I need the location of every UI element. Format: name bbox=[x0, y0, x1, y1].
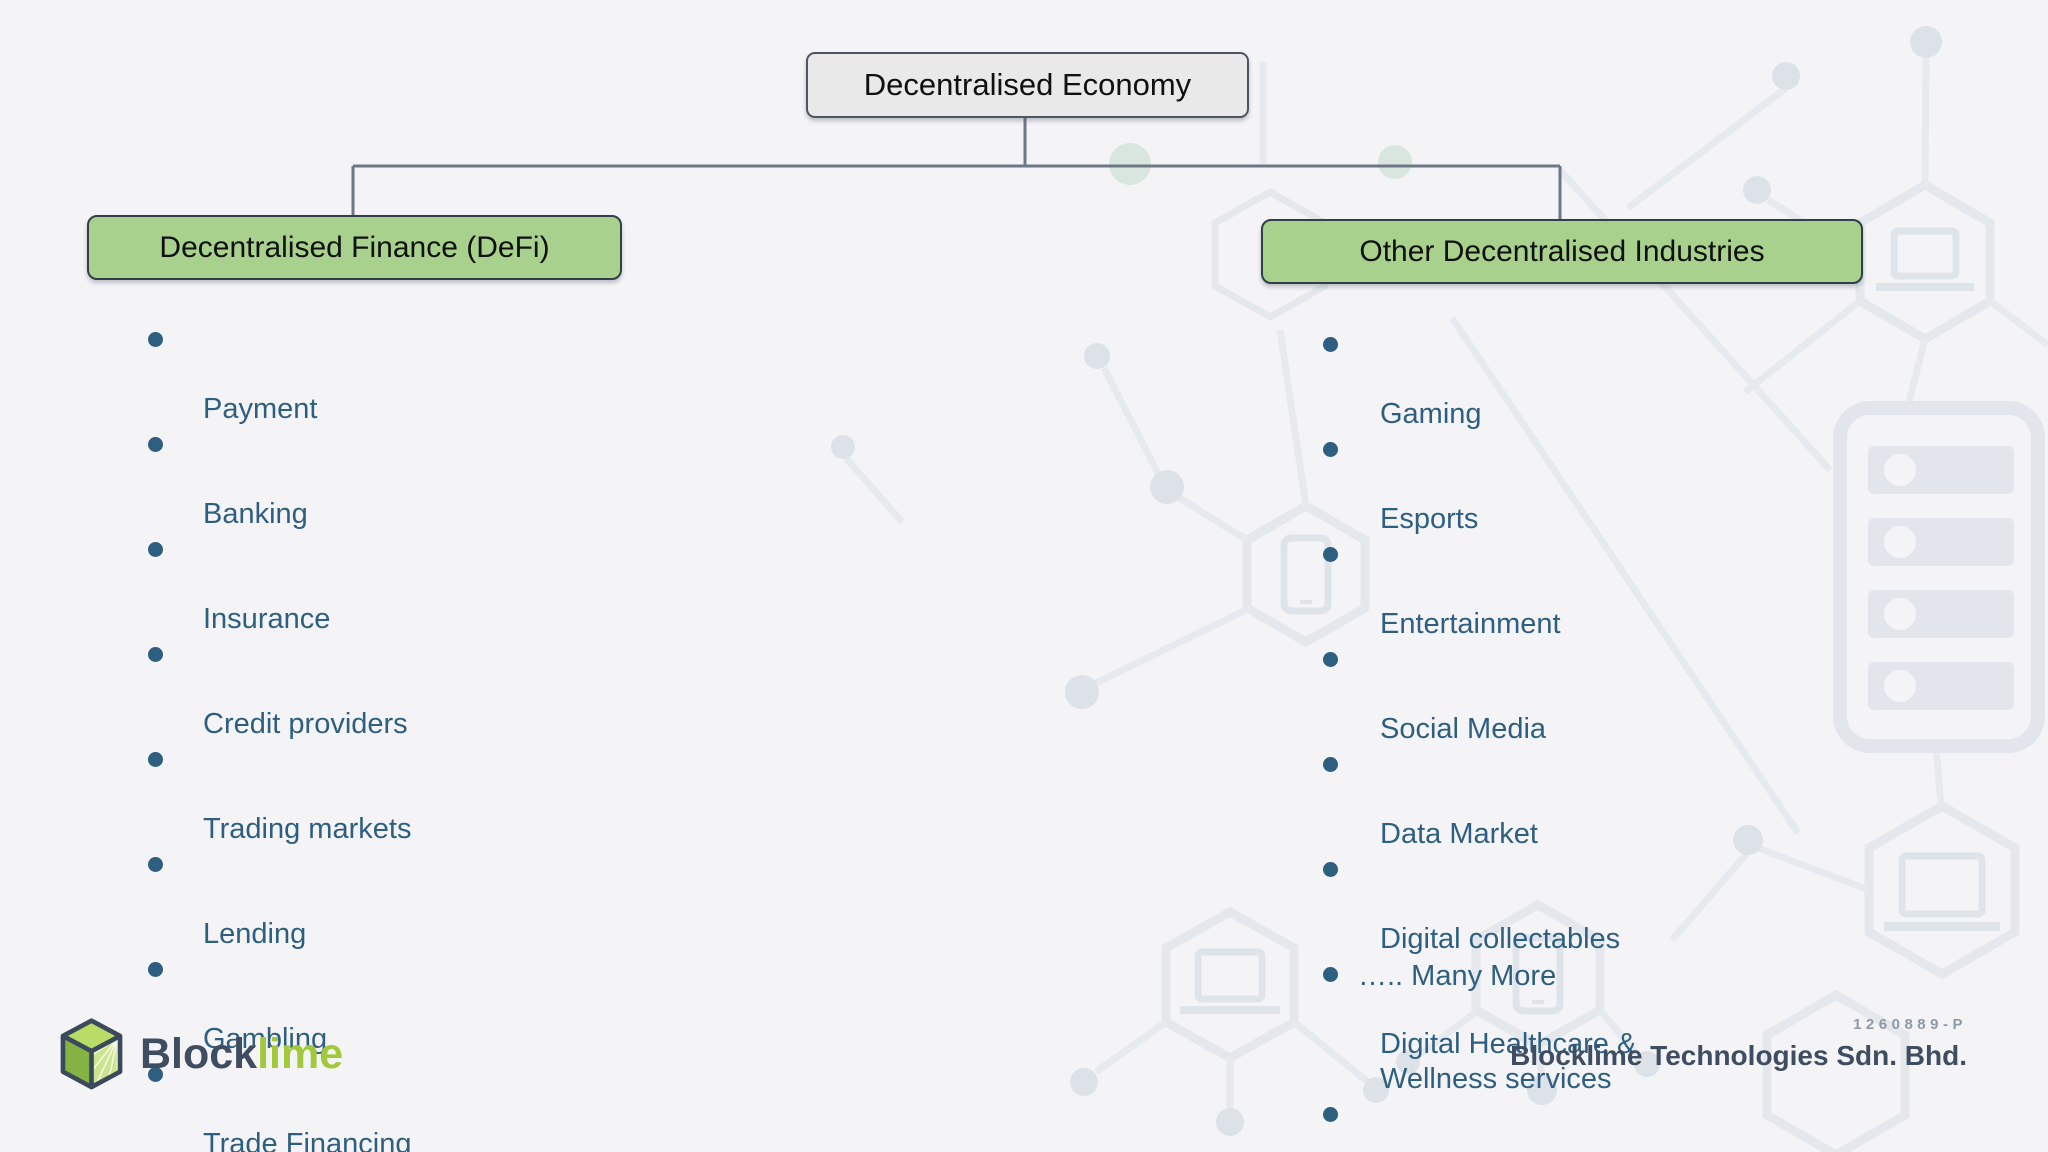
list-item: Trade Financing bbox=[130, 1057, 545, 1152]
bullet-icon bbox=[148, 437, 163, 452]
bullet-icon bbox=[1323, 1107, 1338, 1122]
bullet-icon bbox=[1323, 757, 1338, 772]
list-item-label: Gambling bbox=[203, 1023, 328, 1055]
phone-icon bbox=[1512, 934, 1564, 1015]
right-branch-node: Other Decentralised Industries bbox=[1261, 219, 1863, 284]
list-item: Banking bbox=[130, 427, 545, 532]
right-branch-label: Other Decentralised Industries bbox=[1359, 234, 1765, 268]
list-item: PropTech bbox=[1308, 1097, 1715, 1152]
industries-list: Gaming Esports Entertainment Social Medi… bbox=[1308, 327, 1715, 1152]
list-item: Esports bbox=[1308, 432, 1715, 537]
registration-number: 1260889-P bbox=[1853, 1016, 1967, 1033]
wordmark-lime: lime bbox=[257, 1030, 344, 1078]
list-item-label: Digital collectables bbox=[1380, 923, 1621, 955]
list-item: Lending bbox=[130, 847, 545, 952]
company-name: Blocklime Technologies Sdn. Bhd. bbox=[1510, 1040, 1967, 1071]
list-item: Gaming bbox=[1308, 327, 1715, 432]
list-item-label: Data Market bbox=[1380, 818, 1538, 850]
list-item: Gambling bbox=[130, 952, 545, 1057]
list-item-label: Social Media bbox=[1380, 713, 1547, 745]
list-item: Entertainment bbox=[1308, 537, 1715, 642]
bullet-icon bbox=[1323, 337, 1338, 352]
list-item: Insurance bbox=[130, 532, 545, 637]
list-item-label: Esports bbox=[1380, 503, 1479, 535]
list-item: Digital Healthcare & Wellness services bbox=[1308, 957, 1715, 1097]
list-item: Digital collectables bbox=[1308, 852, 1715, 957]
list-item-label: Banking bbox=[203, 498, 308, 530]
list-item-label: Lending bbox=[203, 918, 307, 950]
bullet-icon bbox=[148, 1067, 163, 1082]
laptop-icon bbox=[1884, 852, 2000, 931]
bullet-icon bbox=[148, 332, 163, 347]
bullet-icon bbox=[1323, 967, 1338, 982]
bullet-icon bbox=[1323, 547, 1338, 562]
bullet-icon bbox=[148, 962, 163, 977]
bullet-icon bbox=[148, 647, 163, 662]
bullet-icon bbox=[1323, 442, 1338, 457]
defi-list: Payment Banking Insurance Credit provide… bbox=[130, 322, 545, 1152]
root-node-label: Decentralised Economy bbox=[863, 67, 1192, 102]
blocklime-logo: Blocklime bbox=[58, 1018, 343, 1091]
list-item-label: Digital Healthcare & Wellness services bbox=[1380, 1028, 1637, 1095]
list-item-label: Entertainment bbox=[1380, 608, 1561, 640]
server-rack-icon bbox=[1833, 401, 2045, 753]
company-info: 1260889-P Blocklime Technologies Sdn. Bh… bbox=[1510, 1016, 1967, 1072]
list-item-label: Gaming bbox=[1380, 398, 1482, 430]
left-branch-label: Decentralised Finance (DeFi) bbox=[159, 230, 550, 264]
list-item-label: Trade Financing bbox=[203, 1128, 412, 1152]
bullet-icon bbox=[148, 857, 163, 872]
blocklime-wordmark: Blocklime bbox=[140, 1030, 343, 1079]
laptop-icon bbox=[1876, 227, 1974, 291]
list-item: Social Media bbox=[1308, 642, 1715, 747]
bullet-icon bbox=[1323, 862, 1338, 877]
left-branch-node: Decentralised Finance (DeFi) bbox=[87, 215, 622, 280]
teal-node-dots bbox=[1109, 143, 1412, 185]
network-node-dots bbox=[831, 26, 1942, 1136]
hexagon-shape bbox=[1864, 800, 2020, 980]
list-item-label: Payment bbox=[203, 393, 318, 425]
bullet-icon bbox=[1323, 652, 1338, 667]
phone-icon bbox=[1280, 534, 1332, 615]
bullet-icon bbox=[148, 542, 163, 557]
list-item-label: Credit providers bbox=[203, 708, 408, 740]
blocklime-cube-icon bbox=[60, 1018, 123, 1090]
hexagon-shape bbox=[1762, 989, 1910, 1152]
list-item: Credit providers bbox=[130, 637, 545, 742]
root-node: Decentralised Economy bbox=[806, 52, 1249, 118]
bullet-icon bbox=[148, 752, 163, 767]
wordmark-block: Block bbox=[140, 1030, 258, 1078]
list-item: Trading markets bbox=[130, 742, 545, 847]
list-item-label: Trading markets bbox=[203, 813, 412, 845]
laptop-icon bbox=[1180, 948, 1280, 1014]
network-lines bbox=[843, 55, 2048, 1110]
list-item: Data Market bbox=[1308, 747, 1715, 852]
list-item: Payment bbox=[130, 322, 545, 427]
many-more-note: ….. Many More bbox=[1358, 960, 1557, 992]
list-item-label: Insurance bbox=[203, 603, 331, 635]
